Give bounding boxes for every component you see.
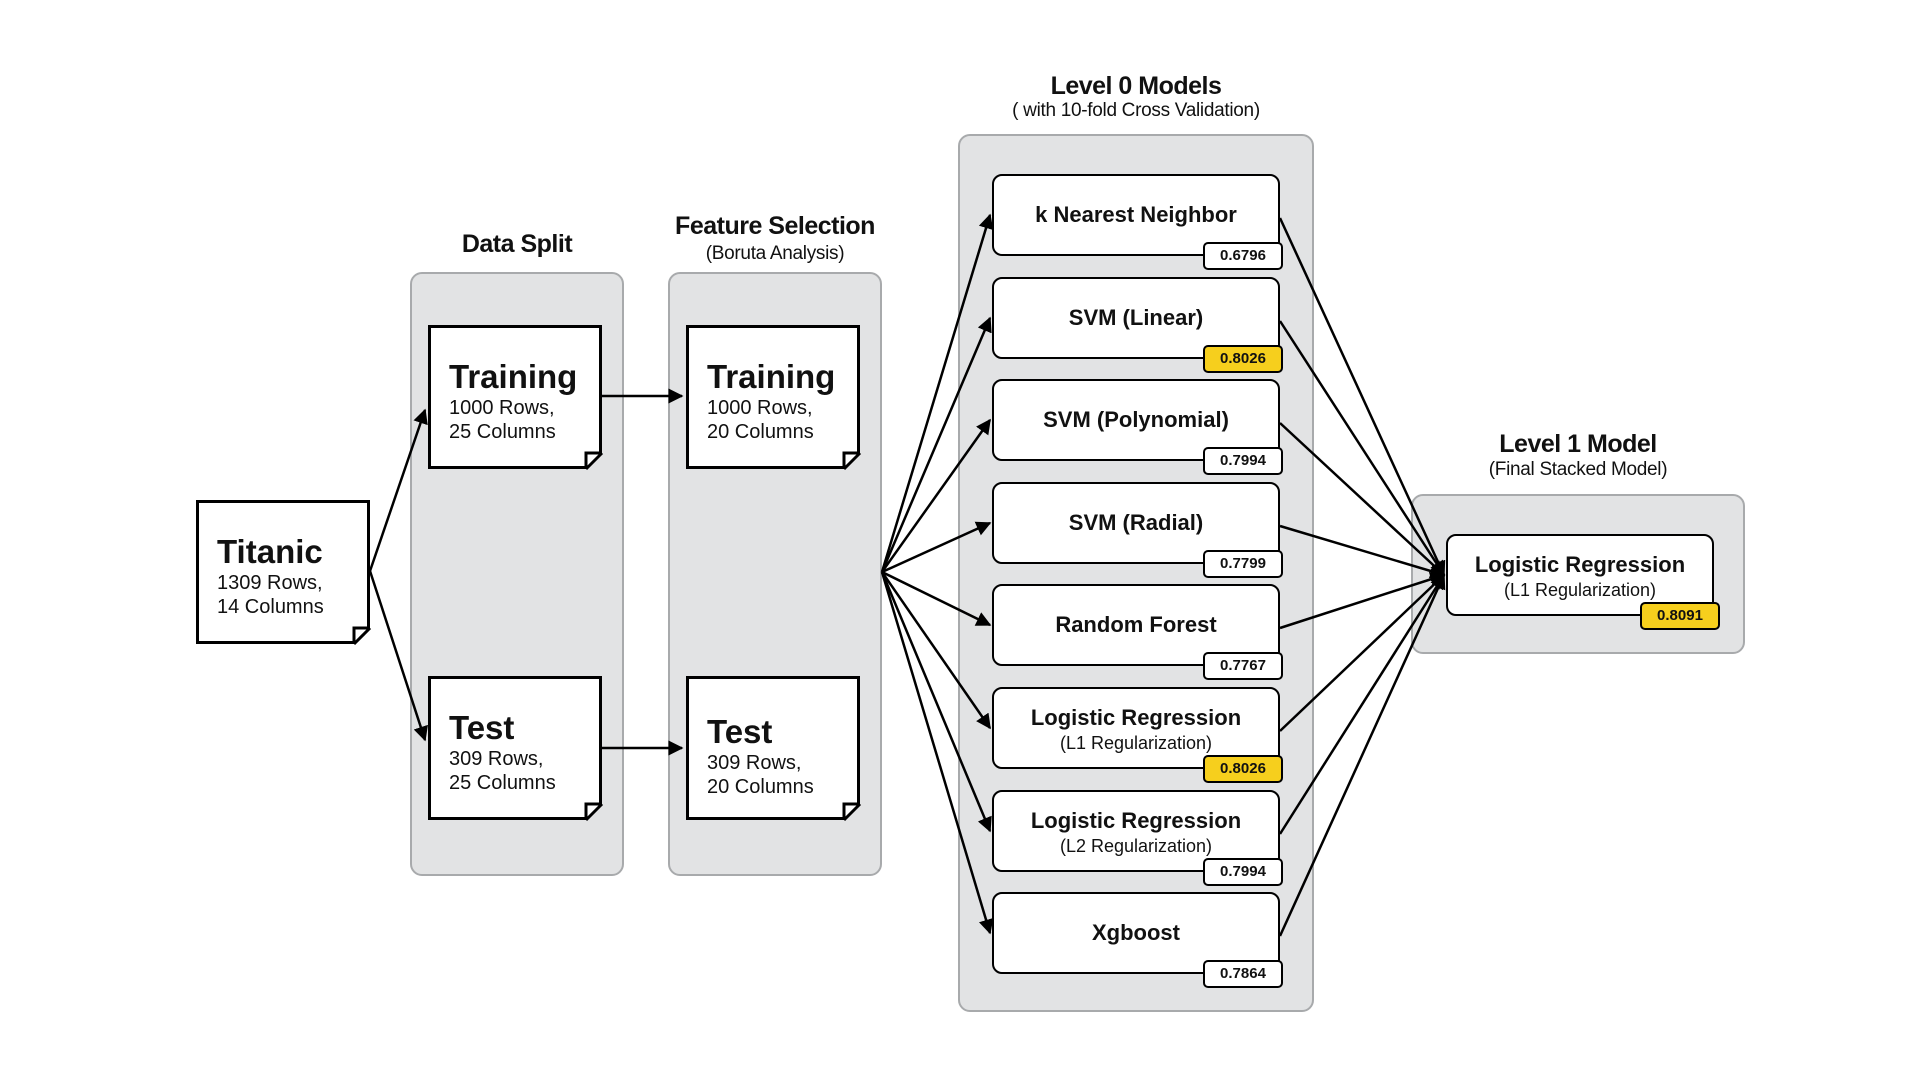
arrow-fs-to-model xyxy=(880,571,992,730)
level0-score-badge: 0.7799 xyxy=(1203,550,1283,578)
titanic-rows: 1309 Rows, xyxy=(217,572,323,594)
level0-score-badge: 0.7767 xyxy=(1203,652,1283,680)
split-test-cols: 25 Columns xyxy=(449,772,556,794)
arrow-fs-to-model xyxy=(880,316,992,573)
level0-model-name: SVM (Radial) xyxy=(1068,510,1204,535)
fs-training-title: Training xyxy=(707,358,836,395)
split-test-doc: Test 309 Rows, 25 Columns xyxy=(428,676,602,820)
arrow-model-to-level1 xyxy=(1279,524,1446,579)
arrow-fs-to-model xyxy=(880,571,992,833)
level0-subheading: ( with 10-fold Cross Validation) xyxy=(1012,100,1260,121)
titanic-cols: 14 Columns xyxy=(217,596,324,618)
level0-score-badge: 0.6796 xyxy=(1203,242,1283,270)
level0-model-name: SVM (Linear) xyxy=(1068,305,1204,330)
split-training-rows: 1000 Rows, xyxy=(449,397,555,419)
arrow-fs-to-model xyxy=(880,571,994,935)
level0-model-box: Logistic Regression (L1 Regularization) xyxy=(992,687,1280,769)
split-training-title: Training xyxy=(449,358,578,395)
titanic-title: Titanic xyxy=(217,533,323,570)
arrow-model-to-level1 xyxy=(1279,572,1446,630)
split-training-doc: Training 1000 Rows, 25 Columns xyxy=(428,325,602,469)
fs-test-doc: Test 309 Rows, 20 Columns xyxy=(686,676,860,820)
level0-model-sub: (L2 Regularization) xyxy=(1059,836,1213,856)
arrow-fs-to-model xyxy=(880,418,992,573)
level0-heading: Level 0 Models xyxy=(1050,72,1222,100)
fs-training-rows: 1000 Rows, xyxy=(707,397,813,419)
arrow-model-to-level1 xyxy=(1278,217,1446,577)
level1-score-badge: 0.8091 xyxy=(1640,602,1720,630)
level0-score-badge: 0.7864 xyxy=(1203,960,1283,988)
level1-heading: Level 1 Model xyxy=(1499,430,1657,458)
level0-model-name: k Nearest Neighbor xyxy=(1035,202,1237,227)
level0-model-sub: (L1 Regularization) xyxy=(1059,733,1213,753)
level1-subheading: (Final Stacked Model) xyxy=(1488,459,1668,480)
arrow-model-to-level1 xyxy=(1278,573,1446,937)
titanic-dataset-doc: Titanic 1309 Rows, 14 Columns xyxy=(196,500,370,644)
data-split-heading: Data Split xyxy=(461,230,573,258)
level0-model-box: k Nearest Neighbor xyxy=(992,174,1280,256)
arrow-model-to-level1 xyxy=(1278,573,1446,835)
split-test-title: Test xyxy=(449,709,515,746)
level0-score-badge: 0.7994 xyxy=(1203,858,1283,886)
arrow-model-to-level1 xyxy=(1279,422,1446,577)
level0-model-name: Xgboost xyxy=(1092,920,1180,945)
fs-test-title: Test xyxy=(707,713,773,750)
fs-test-cols: 20 Columns xyxy=(707,776,814,798)
arrow-fs-to-model xyxy=(880,213,994,573)
feature-selection-subheading: (Boruta Analysis) xyxy=(705,243,845,264)
fs-training-doc: Training 1000 Rows, 20 Columns xyxy=(686,325,860,469)
split-training-cols: 25 Columns xyxy=(449,421,556,443)
arrow-fs-to-model xyxy=(881,521,992,574)
arrow-fs-to-model xyxy=(881,570,992,627)
feature-selection-heading: Feature Selection xyxy=(675,212,875,240)
fs-training-cols: 20 Columns xyxy=(707,421,814,443)
level0-model-name: Random Forest xyxy=(1055,612,1217,637)
level1-model-name: Logistic Regression xyxy=(1474,552,1686,577)
level0-score-badge: 0.8026 xyxy=(1203,755,1283,783)
level1-model-sub: (L1 Regularization) xyxy=(1503,580,1657,600)
arrow-model-to-level1 xyxy=(1278,320,1446,577)
split-test-rows: 309 Rows, xyxy=(449,748,544,770)
level0-model-name: Logistic Regression xyxy=(1030,808,1242,833)
arrow-titanic-test xyxy=(368,570,428,742)
arrow-titanic-training xyxy=(368,408,428,572)
level0-model-name: Logistic Regression xyxy=(1030,705,1242,730)
level0-score-badge: 0.7994 xyxy=(1203,447,1283,475)
fs-test-rows: 309 Rows, xyxy=(707,752,802,774)
arrow-model-to-level1 xyxy=(1279,573,1446,732)
level0-model-name: SVM (Polynomial) xyxy=(1043,407,1229,432)
level0-score-badge: 0.8026 xyxy=(1203,345,1283,373)
